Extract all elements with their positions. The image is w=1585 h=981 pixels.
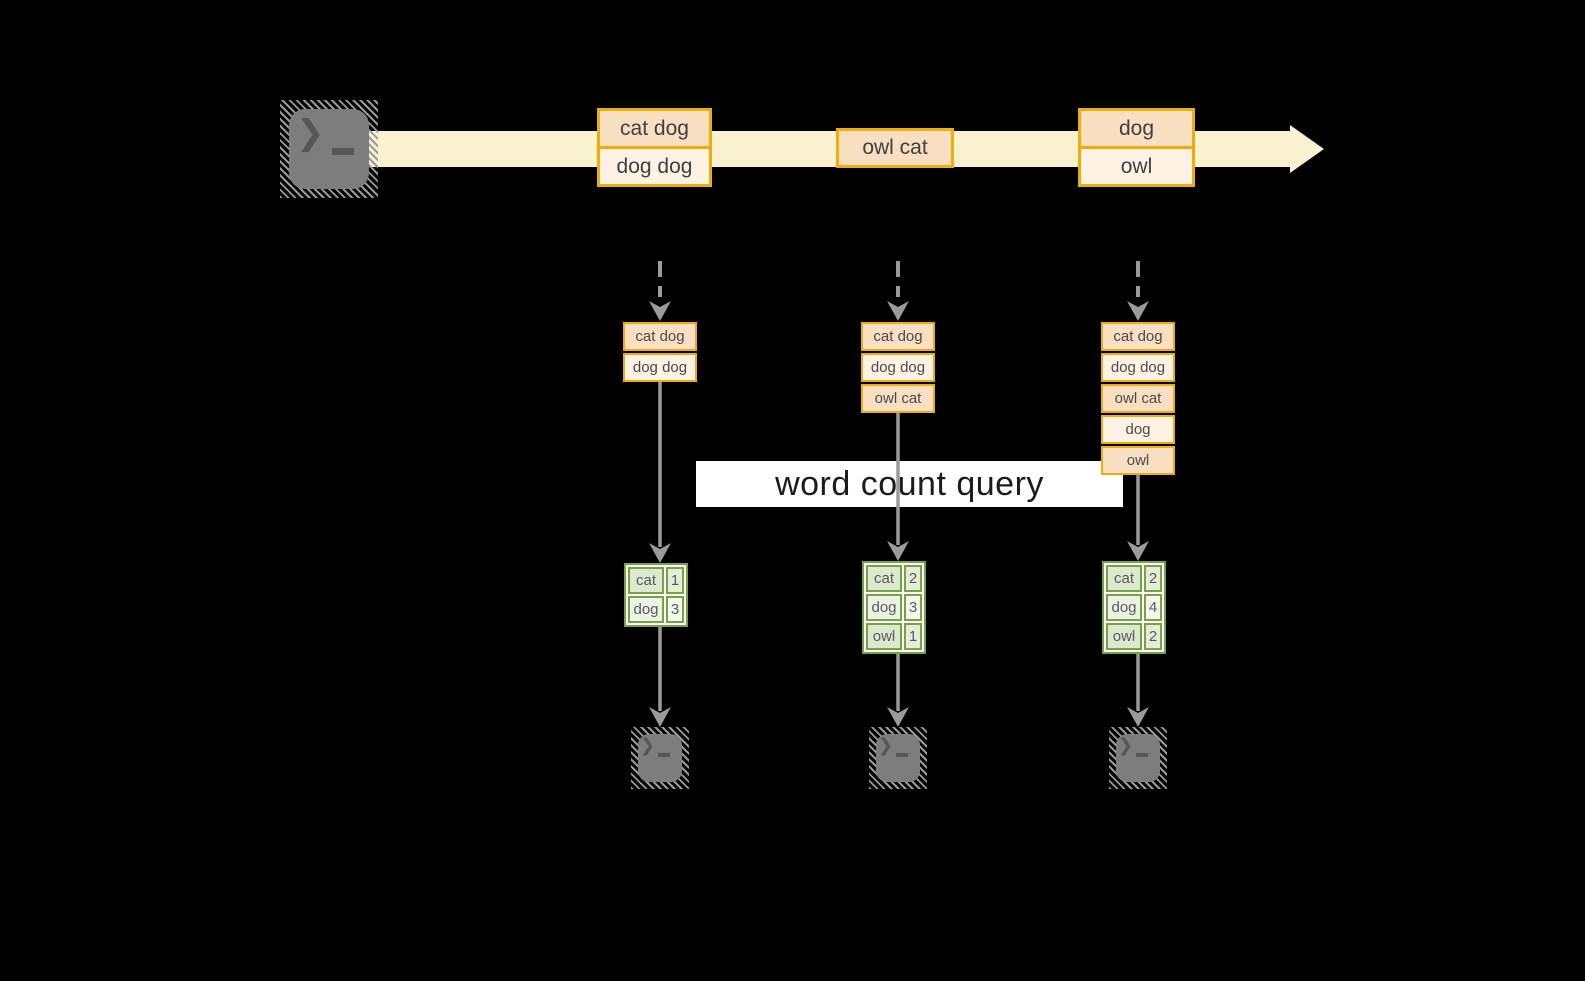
micro-batch-row: cat dog (623, 322, 697, 351)
micro-batch-stack-2: cat dog dog dog owl cat (861, 322, 935, 413)
stream-event-row: cat dog (600, 111, 709, 146)
dashed-down-arrow (649, 261, 671, 321)
micro-batch-row: owl (1101, 446, 1175, 475)
connector-down-arrow (887, 654, 909, 727)
terminal-screen (876, 734, 920, 782)
source-terminal-icon: ❯ (280, 100, 378, 198)
micro-batch-row: cat dog (861, 322, 935, 351)
count-cell: 3 (904, 594, 922, 621)
stream-event-box-3: dog owl (1078, 108, 1195, 187)
stream-event-row: dog dog (600, 149, 709, 184)
micro-batch-row: cat dog (1101, 322, 1175, 351)
stream-arrowhead-icon (1290, 125, 1324, 173)
count-cell: 2 (1144, 565, 1162, 592)
micro-batch-row: owl cat (861, 384, 935, 413)
terminal-prompt-icon: ❯ (878, 735, 894, 755)
connector-down-arrow (1127, 654, 1149, 727)
stream-event-box-1: cat dog dog dog (597, 108, 712, 187)
dashed-down-arrow (1127, 261, 1149, 321)
terminal-cursor-icon (332, 148, 354, 155)
stream-event-row: owl cat (839, 131, 951, 165)
word-count-table-1: cat 1 dog 3 (624, 563, 688, 627)
micro-batch-row: dog (1101, 415, 1175, 444)
sink-terminal-icon: ❯ (631, 727, 689, 789)
word-cell: cat (628, 567, 664, 594)
terminal-screen (638, 734, 682, 782)
sink-terminal-icon: ❯ (1109, 727, 1167, 789)
micro-batch-row: dog dog (861, 353, 935, 382)
terminal-cursor-icon (658, 753, 670, 757)
terminal-cursor-icon (1136, 753, 1148, 757)
word-count-table-3: cat 2 dog 4 owl 2 (1102, 561, 1166, 654)
connector-down-arrow (1127, 475, 1149, 561)
terminal-prompt-icon: ❯ (640, 735, 656, 755)
count-cell: 3 (666, 596, 684, 623)
word-cell: dog (628, 596, 664, 623)
word-cell: cat (866, 565, 902, 592)
word-count-table-2: cat 2 dog 3 owl 1 (862, 561, 926, 654)
connector-down-arrow (887, 413, 909, 561)
micro-batch-row: dog dog (623, 353, 697, 382)
sink-terminal-icon: ❯ (869, 727, 927, 789)
micro-batch-stack-3: cat dog dog dog owl cat dog owl (1101, 322, 1175, 475)
stream-event-box-2: owl cat (836, 128, 954, 168)
query-label: word count query (696, 461, 1123, 507)
connector-down-arrow (649, 627, 671, 727)
terminal-prompt-icon: ❯ (1118, 735, 1134, 755)
micro-batch-row: owl cat (1101, 384, 1175, 413)
micro-batch-stack-1: cat dog dog dog (623, 322, 697, 382)
count-cell: 2 (904, 565, 922, 592)
word-cell: owl (1106, 623, 1142, 650)
dashed-down-arrow (887, 261, 909, 321)
connector-down-arrow (649, 382, 671, 563)
query-label-text: word count query (775, 464, 1044, 503)
terminal-cursor-icon (896, 753, 908, 757)
word-cell: owl (866, 623, 902, 650)
word-cell: cat (1106, 565, 1142, 592)
stream-event-row: owl (1081, 149, 1192, 184)
micro-batch-row: dog dog (1101, 353, 1175, 382)
terminal-screen (1116, 734, 1160, 782)
terminal-screen (289, 109, 369, 189)
word-cell: dog (1106, 594, 1142, 621)
count-cell: 2 (1144, 623, 1162, 650)
word-cell: dog (866, 594, 902, 621)
count-cell: 1 (904, 623, 922, 650)
count-cell: 4 (1144, 594, 1162, 621)
stream-event-row: dog (1081, 111, 1192, 146)
terminal-prompt-icon: ❯ (296, 114, 325, 152)
count-cell: 1 (666, 567, 684, 594)
